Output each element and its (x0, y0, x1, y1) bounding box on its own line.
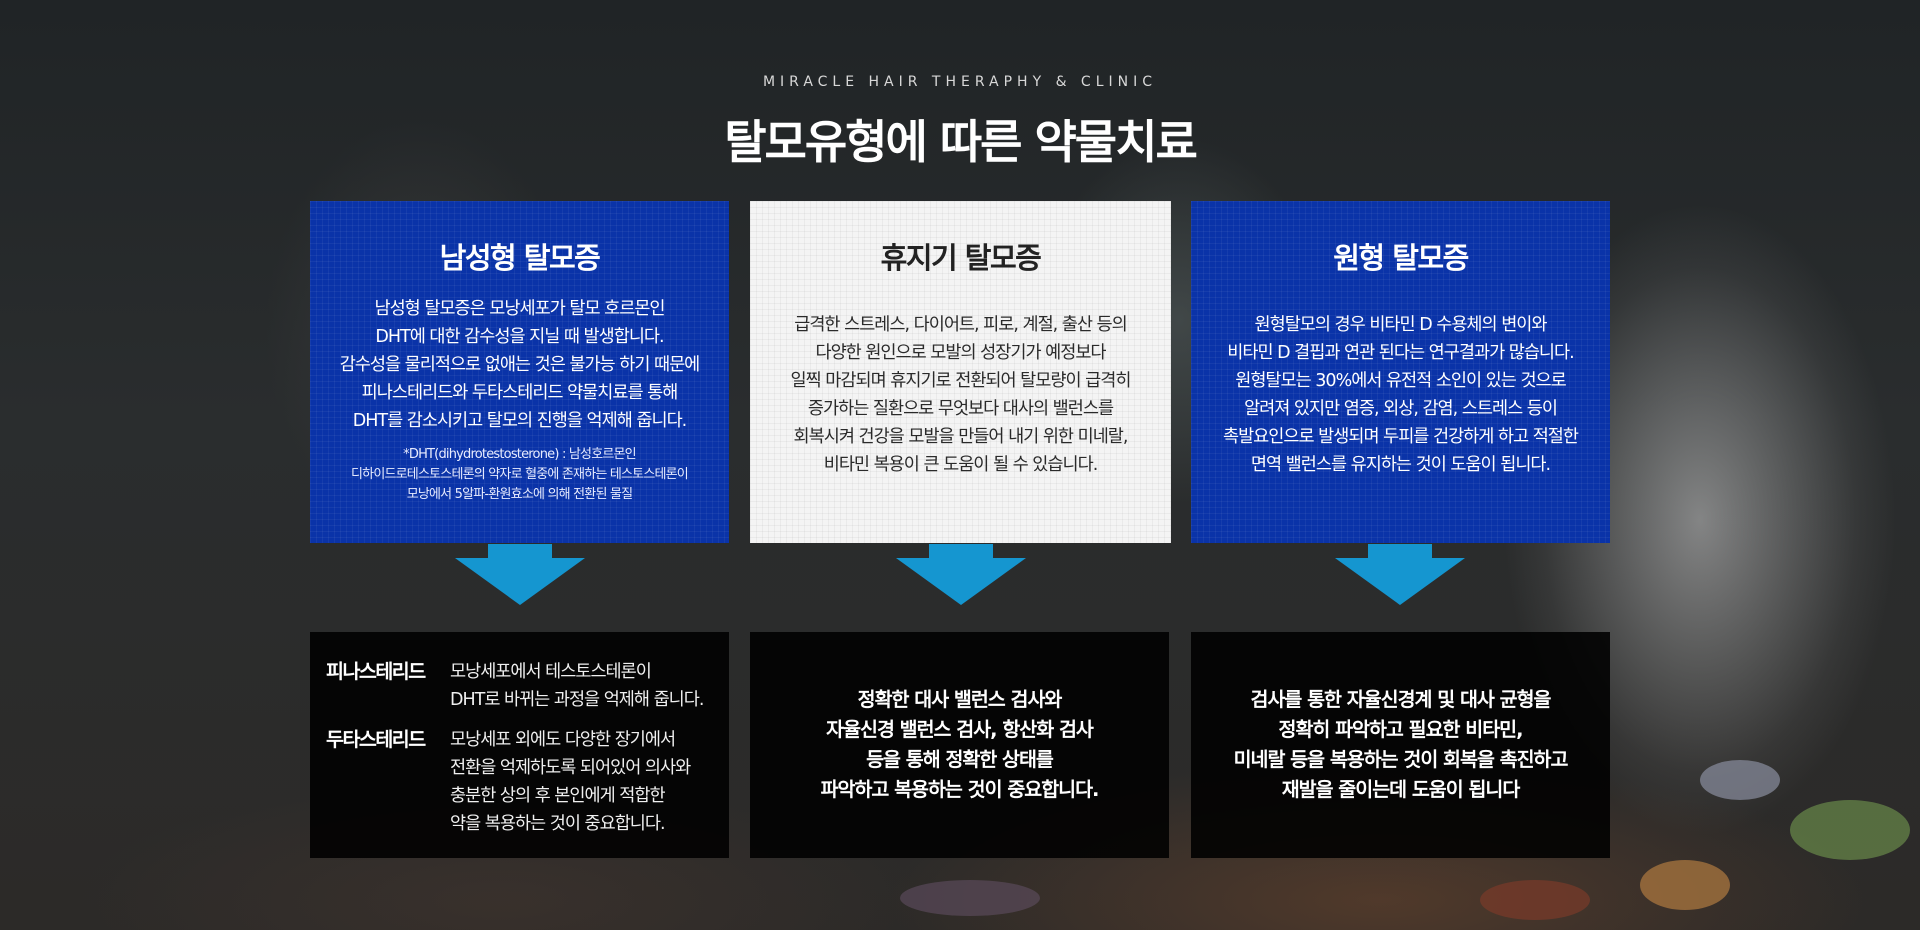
treatment-box-telogen: 정확한 대사 밸런스 검사와 자율신경 밸런스 검사, 항산화 검사 등을 통해… (750, 632, 1169, 858)
page-subtitle: MIRACLE HAIR THERAPHY & CLINIC (762, 74, 1158, 90)
card-title: 휴지기 탈모증 (880, 241, 1042, 275)
pill-decoration (900, 880, 1040, 916)
card-body: 남성형 탈모증은 모낭세포가 탈모 호르몬인 DHT에 대한 감수성을 지닐 때… (339, 299, 701, 431)
treatment-text: 검사를 통한 자율신경계 및 대사 균형을 정확히 파악하고 필요한 비타민, … (1233, 688, 1569, 801)
arrow-down-icon (896, 544, 1026, 605)
card-note: *DHT(dihydrotestosterone) : 남성호르몬인 디하이드로… (351, 447, 689, 502)
drug-name: 두타스테리드 (326, 728, 426, 751)
card-telogen: 휴지기 탈모증 급격한 스트레스, 다이어트, 피로, 계절, 출산 등의 다양… (750, 201, 1171, 543)
card-title: 원형 탈모증 (1333, 241, 1469, 275)
pill-decoration (1480, 880, 1590, 920)
drug-item: 두타스테리드 모낭세포 외에도 다양한 장기에서 전환을 억제하도록 되어있어 … (326, 726, 691, 838)
drug-item: 피나스테리드 모낭세포에서 테스토스테론이 DHT로 바뀌는 과정을 억제해 줍… (326, 658, 704, 714)
arrow-down-icon (455, 544, 585, 605)
card-title: 남성형 탈모증 (439, 241, 601, 275)
pill-decoration (1640, 860, 1730, 910)
card-body: 원형탈모의 경우 비타민 D 수용체의 변이와 비타민 D 결핍과 연관 된다는… (1222, 315, 1579, 475)
treatment-text: 정확한 대사 밸런스 검사와 자율신경 밸런스 검사, 항산화 검사 등을 통해… (820, 688, 1100, 801)
drug-desc: 모낭세포 외에도 다양한 장기에서 전환을 억제하도록 되어있어 의사와 충분한… (450, 730, 691, 834)
treatment-box-areata: 검사를 통한 자율신경계 및 대사 균형을 정확히 파악하고 필요한 비타민, … (1191, 632, 1610, 858)
pill-decoration (1700, 760, 1780, 800)
arrow-down-icon (1335, 544, 1465, 605)
page-title: 탈모유형에 따른 약물치료 (724, 115, 1198, 169)
card-body: 급격한 스트레스, 다이어트, 피로, 계절, 출산 등의 다양한 원인으로 모… (790, 315, 1132, 475)
card-alopecia-areata: 원형 탈모증 원형탈모의 경우 비타민 D 수용체의 변이와 비타민 D 결핍과… (1191, 201, 1610, 543)
drug-desc: 모낭세포에서 테스토스테론이 DHT로 바뀌는 과정을 억제해 줍니다. (450, 662, 704, 710)
drug-name: 피나스테리드 (326, 660, 426, 683)
card-male-pattern: 남성형 탈모증 남성형 탈모증은 모낭세포가 탈모 호르몬인 DHT에 대한 감… (310, 201, 729, 543)
pill-decoration (1790, 800, 1910, 860)
treatment-box-male: 피나스테리드 모낭세포에서 테스토스테론이 DHT로 바뀌는 과정을 억제해 줍… (310, 632, 729, 858)
